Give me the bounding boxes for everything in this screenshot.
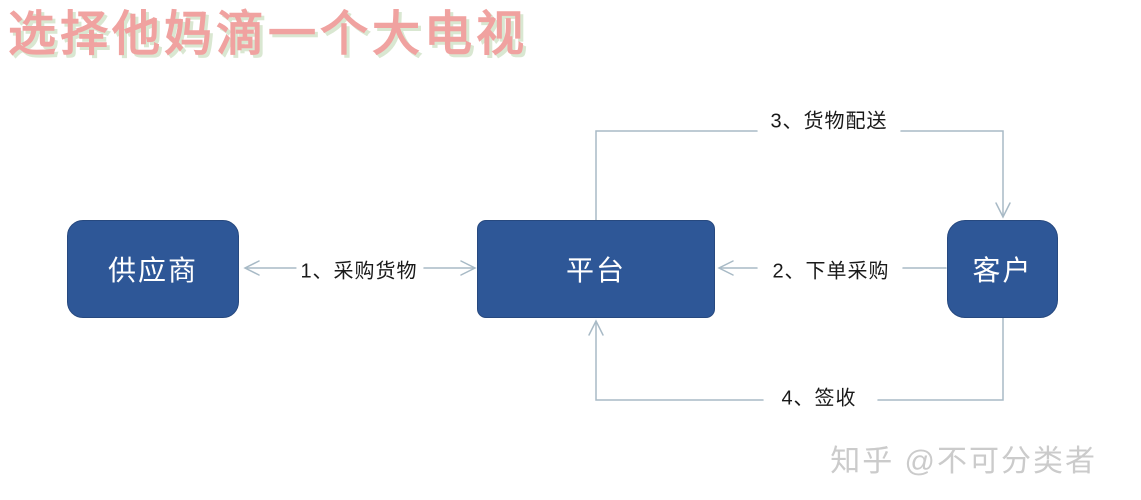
edge-1-arrowhead-left-icon	[243, 260, 260, 276]
edge-4-line-left	[595, 321, 764, 401]
edge-4-line-right	[877, 317, 1004, 401]
node-platform: 平台	[477, 220, 715, 318]
edge-3-label: 3、货物配送	[766, 104, 892, 134]
edge-1-label: 1、采购货物	[296, 254, 422, 284]
edge-2-label: 2、下单采购	[768, 254, 894, 284]
edge-2-arrowhead-icon	[717, 260, 734, 276]
edge-4-label: 4、签收	[777, 381, 861, 411]
node-customer: 客户	[947, 220, 1058, 318]
watermark: 知乎 @不可分类者	[830, 445, 1097, 478]
node-supplier: 供应商	[67, 220, 239, 318]
edge-3-line-left	[595, 130, 758, 221]
page-title: 选择他妈滴一个大电视	[8, 6, 529, 62]
edge-4-arrowhead-icon	[588, 319, 604, 336]
edge-3-arrowhead-icon	[995, 202, 1011, 219]
node-platform-label: 平台	[565, 255, 626, 286]
node-customer-label: 客户	[972, 255, 1033, 286]
edge-3-line-right	[900, 130, 1004, 217]
node-supplier-label: 供应商	[107, 255, 198, 286]
edge-1-arrowhead-right-icon	[460, 260, 477, 276]
